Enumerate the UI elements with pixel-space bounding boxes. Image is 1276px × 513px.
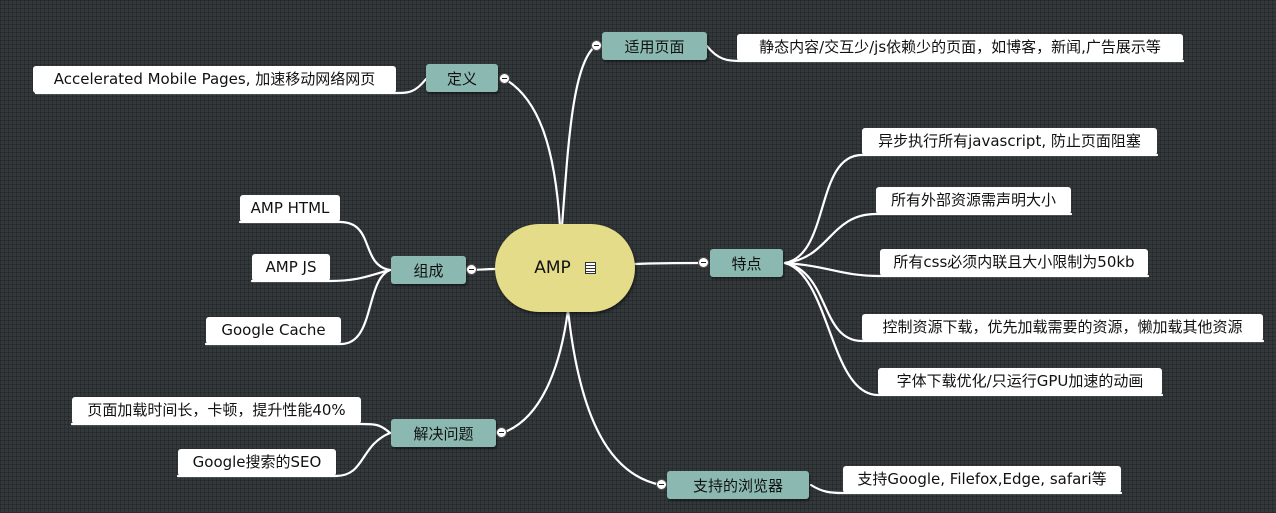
leaf-features-3-label: 所有css必须内联且大小限制为50kb (893, 253, 1135, 271)
topic-composition[interactable]: 组成 (391, 256, 466, 284)
leaf-features-2-label: 所有外部资源需声明大小 (890, 191, 1056, 209)
leaf-composition-2-label: AMP JS (265, 257, 317, 276)
topic-scope[interactable]: 适用页面 (602, 32, 707, 60)
leaf-problems-1-label: 页面加载时间长，卡顿，提升性能40% (87, 401, 346, 419)
topic-browsers-label: 支持的浏览器 (692, 476, 783, 495)
leaf-browsers-1[interactable]: 支持Google, Filefox,Edge, safari等 (843, 466, 1121, 493)
central-topic[interactable]: AMP (495, 224, 635, 312)
link-features-leaf-5 (783, 261, 1164, 397)
leaf-composition-1[interactable]: AMP HTML (240, 195, 340, 222)
link-features-leaf-1 (783, 153, 1159, 265)
topic-definition-label: 定义 (446, 69, 477, 88)
link-problems-leaf-1 (70, 422, 392, 435)
link-composition-leaf-2 (250, 268, 392, 283)
collapse-scope-icon[interactable] (591, 40, 602, 51)
link-features-leaf-4 (783, 261, 1265, 343)
leaf-definition-1-label: Accelerated Mobile Pages, 加速移动网络网页 (53, 70, 376, 88)
link-problems-leaf-2 (176, 431, 392, 478)
leaf-features-2[interactable]: 所有外部资源需声明大小 (876, 187, 1071, 214)
topic-features[interactable]: 特点 (710, 249, 783, 277)
leaf-definition-1[interactable]: Accelerated Mobile Pages, 加速移动网络网页 (33, 66, 396, 93)
collapse-composition-icon[interactable] (466, 264, 477, 275)
topic-definition[interactable]: 定义 (426, 64, 498, 92)
topic-scope-label: 适用页面 (624, 37, 685, 56)
link-features-leaf-3 (783, 261, 1150, 278)
leaf-scope-1-label: 静态内容/交互少/js依赖少的页面，如博客，新闻,广告展示等 (759, 38, 1161, 56)
link-composition-leaf-3 (204, 268, 392, 346)
leaf-composition-3[interactable]: Google Cache (206, 317, 341, 344)
topic-composition-label: 组成 (413, 261, 444, 280)
collapse-browsers-icon[interactable] (656, 479, 667, 490)
leaf-problems-2-label: Google搜索的SEO (192, 453, 322, 471)
leaf-problems-1[interactable]: 页面加载时间长，卡顿，提升性能40% (72, 397, 361, 424)
leaf-composition-1-label: AMP HTML (250, 198, 330, 217)
leaf-features-1[interactable]: 异步执行所有javascript, 防止页面阻塞 (862, 128, 1157, 155)
leaf-composition-2[interactable]: AMP JS (252, 254, 330, 281)
link-browsers-leaf (809, 483, 1123, 495)
leaf-features-5-label: 字体下载优化/只运行GPU加速的动画 (896, 372, 1144, 390)
leaf-browsers-1-label: 支持Google, Filefox,Edge, safari等 (857, 470, 1107, 488)
leaf-problems-2[interactable]: Google搜索的SEO (178, 449, 336, 476)
topic-features-label: 特点 (731, 254, 762, 273)
link-scope (560, 43, 599, 228)
leaf-features-3[interactable]: 所有css必须内联且大小限制为50kb (880, 249, 1148, 276)
collapse-problems-icon[interactable] (496, 427, 507, 438)
leaf-features-4-label: 控制资源下载，优先加载需要的资源，懒加载其他资源 (882, 318, 1243, 336)
link-definition-leaf (34, 77, 428, 95)
link-browsers (566, 308, 663, 487)
central-topic-label: AMP (534, 258, 571, 278)
leaf-scope-1[interactable]: 静态内容/交互少/js依赖少的页面，如博客，新闻,广告展示等 (737, 34, 1183, 61)
link-composition-leaf-1 (238, 220, 392, 272)
topic-problems[interactable]: 解决问题 (391, 419, 496, 447)
topic-problems-label: 解决问题 (413, 424, 474, 443)
collapse-features-icon[interactable] (698, 257, 709, 268)
link-features-leaf-2 (783, 212, 1073, 265)
leaf-features-5[interactable]: 字体下载优化/只运行GPU加速的动画 (878, 368, 1162, 395)
leaf-features-4[interactable]: 控制资源下载，优先加载需要的资源，懒加载其他资源 (862, 314, 1263, 341)
note-icon[interactable] (584, 262, 596, 274)
leaf-composition-3-label: Google Cache (221, 320, 326, 339)
leaf-features-1-label: 异步执行所有javascript, 防止页面阻塞 (878, 132, 1141, 150)
topic-browsers[interactable]: 支持的浏览器 (667, 471, 809, 499)
collapse-definition-icon[interactable] (499, 73, 510, 84)
link-problems (500, 308, 570, 435)
link-definition (503, 77, 562, 228)
link-features (632, 261, 706, 266)
